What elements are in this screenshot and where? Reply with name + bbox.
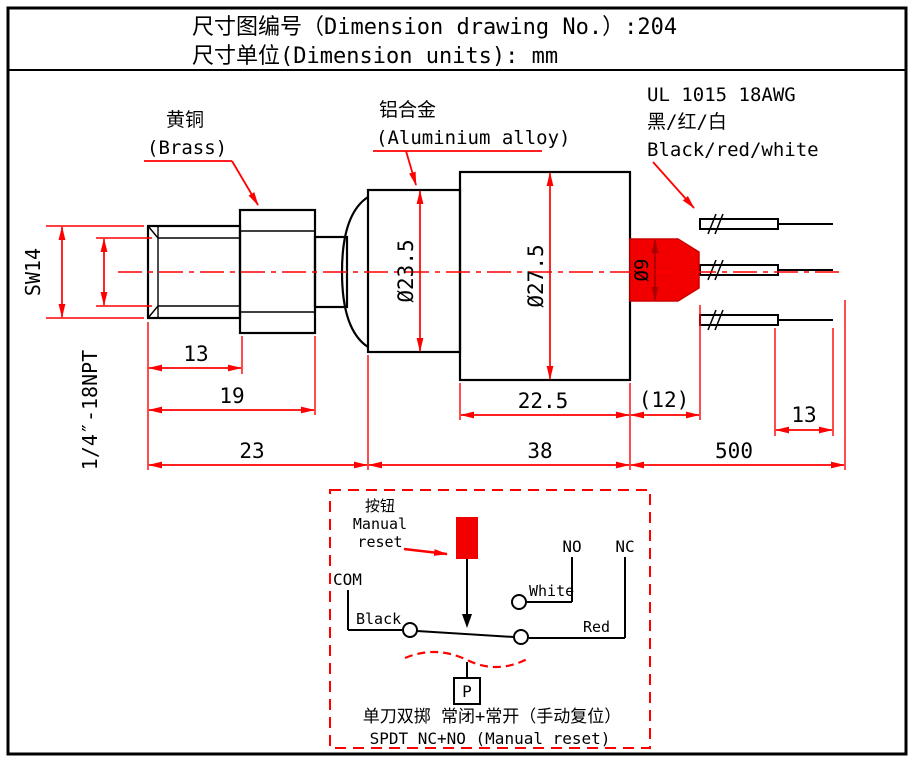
callouts: 黄铜 (Brass) 铝合金 (Aluminium alloy) UL 1015… — [144, 84, 819, 209]
dim-label-13-left: 13 — [183, 342, 208, 366]
schematic-caption-cn: 单刀双掷 常闭+常开（手动复位） — [363, 707, 621, 727]
schematic-caption-en: SPDT NC+NO (Manual reset) — [370, 729, 611, 748]
brass-leader-arrow — [231, 160, 259, 206]
pressure-switch-outline — [146, 170, 833, 382]
no-contact — [511, 594, 527, 610]
aluminium-label-en: (Aluminium alloy) — [376, 127, 570, 149]
manual-reset-arrow — [403, 547, 448, 556]
dim-label-npt: 1/4″-18NPT — [78, 350, 102, 470]
terminal-com-label: COM — [333, 570, 362, 589]
pressure-symbol-label: P — [462, 682, 472, 701]
dim-label-dia27-5: Ø27.5 — [524, 244, 548, 307]
pressure-box — [453, 677, 481, 705]
wire-leader-arrow — [652, 161, 695, 209]
nc-contact — [513, 629, 529, 645]
lever — [416, 630, 515, 638]
schematic-border — [329, 489, 651, 749]
drawing-frame: 尺寸图编号（Dimension drawing No.）:204 尺寸单位(Di… — [6, 6, 908, 756]
drawing-number-text: 尺寸图编号（Dimension drawing No.）:204 — [192, 15, 677, 40]
reset-button — [456, 517, 478, 559]
dim-label-13-right: 13 — [791, 403, 816, 427]
stem-arrowhead — [462, 614, 472, 628]
diaphragm-spring — [404, 650, 530, 669]
dim-label-38: 38 — [527, 439, 552, 463]
drawing-units-text: 尺寸单位(Dimension units): mm — [192, 44, 558, 69]
lead-wires — [699, 213, 833, 331]
manual-reset-label-en2: reset — [357, 533, 402, 551]
wire-red-label: Red — [583, 618, 610, 636]
aluminium-leader-arrow — [405, 150, 417, 186]
dim-label-23: 23 — [239, 439, 264, 463]
dim-label-dia9: Ø9 — [631, 259, 653, 282]
connector-boot — [629, 238, 700, 302]
dim-label-500: 500 — [715, 439, 753, 463]
wire-spec-label: UL 1015 18AWG — [647, 84, 796, 106]
dim-label-22-5: 22.5 — [518, 389, 569, 413]
terminal-nc-label: NC — [615, 537, 634, 556]
dim-label-sw14: SW14 — [21, 248, 45, 296]
aluminium-label-cn: 铝合金 — [379, 99, 436, 121]
switch-schematic: 按钮 Manual reset COM NO NC White Black Re… — [329, 489, 651, 749]
wire-white-label: White — [529, 582, 574, 600]
brass-label-en: (Brass) — [147, 137, 227, 159]
dimension-labels: SW14 1/4″-18NPT Ø23.5 Ø27.5 Ø9 13 19 23 … — [21, 239, 817, 470]
manual-reset-label-en1: Manual — [353, 515, 407, 533]
manual-reset-label-cn: 按钮 — [365, 497, 395, 515]
wire-colors-label-en: Black/red/white — [647, 139, 819, 161]
dim-label-12: (12) — [639, 388, 690, 412]
dim-label-dia23-5: Ø23.5 — [394, 239, 418, 302]
wire-colors-label-cn: 黑/红/白 — [647, 111, 727, 133]
wire-black-label: Black — [356, 610, 401, 628]
brass-label-cn: 黄铜 — [166, 109, 204, 131]
com-contact — [402, 622, 418, 638]
outer-border — [6, 6, 908, 756]
dim-label-19: 19 — [219, 384, 244, 408]
extension-lines — [46, 225, 846, 470]
dimension-lines — [58, 172, 845, 469]
schematic-wiring — [347, 557, 626, 645]
wire-break-marks — [707, 213, 724, 331]
terminal-no-label: NO — [562, 537, 581, 556]
